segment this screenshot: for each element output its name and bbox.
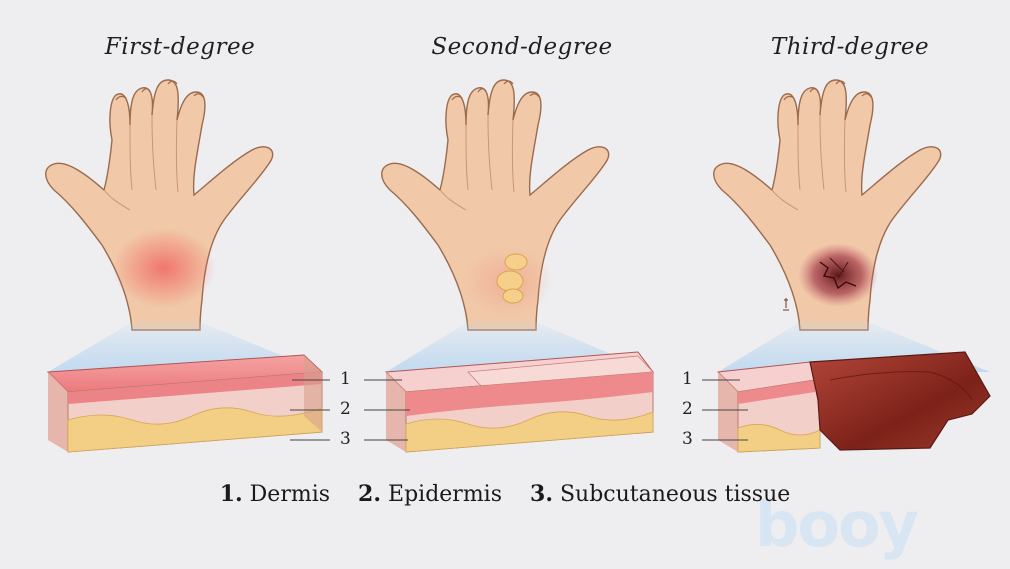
layer-label-1: 1	[340, 369, 351, 389]
legend-text-dermis: Dermis	[250, 482, 330, 507]
third-degree-panel	[714, 80, 990, 452]
charred-crater	[810, 352, 990, 450]
legend-text-epidermis: Epidermis	[388, 482, 502, 507]
first-degree-panel	[46, 80, 322, 452]
second-degree-panel	[382, 80, 653, 452]
blister	[505, 254, 527, 270]
legend-num-3: 3.	[530, 481, 553, 507]
layer-label-2: 2	[340, 399, 351, 419]
layer-label-3: 3	[340, 429, 351, 449]
layer-legend: 1. Dermis 2. Epidermis 3. Subcutaneous t…	[0, 481, 1010, 507]
layer-label-2: 2	[682, 399, 693, 419]
layer-label-3: 3	[682, 429, 693, 449]
layer-label-1: 1	[682, 369, 693, 389]
legend-text-subcutaneous: Subcutaneous tissue	[560, 482, 790, 507]
charred-wound	[798, 243, 878, 307]
legend-num-2: 2.	[358, 481, 381, 507]
blister	[503, 289, 523, 303]
redness-area	[112, 228, 216, 308]
blister	[497, 271, 523, 291]
legend-num-1: 1.	[220, 481, 243, 507]
